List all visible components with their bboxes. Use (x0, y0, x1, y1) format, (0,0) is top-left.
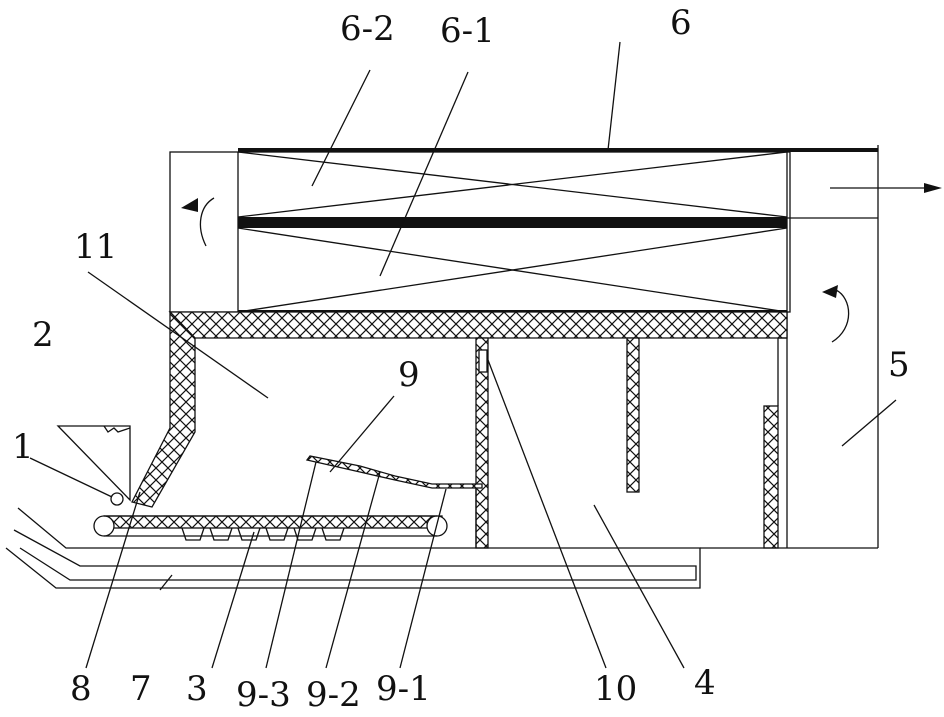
label-9-1: 9-1 (376, 669, 431, 709)
label-2: 2 (32, 315, 54, 355)
label-9-2: 9-2 (306, 675, 361, 715)
part-labels: 6 6-2 6-1 11 2 1 9 5 8 7 3 9-3 9-2 9-1 1… (12, 3, 910, 715)
label-3: 3 (186, 669, 208, 709)
label-6: 6 (670, 3, 692, 43)
outlet-chamber (787, 218, 878, 548)
feeder (58, 426, 130, 505)
label-9-3: 9-3 (236, 675, 291, 715)
sensor-10 (479, 350, 487, 372)
label-10: 10 (594, 669, 637, 709)
sloped-grate (307, 456, 482, 548)
furnace-walls (132, 312, 787, 548)
conveyor-belt (94, 516, 447, 540)
leader-lines (30, 42, 896, 668)
label-8: 8 (70, 669, 92, 709)
label-6-2: 6-2 (340, 9, 395, 49)
label-1: 1 (12, 427, 34, 467)
label-4: 4 (694, 663, 716, 703)
flow-arrow-right (822, 285, 849, 342)
label-6-1: 6-1 (440, 11, 495, 51)
heat-exchanger-box (170, 145, 878, 312)
label-7: 7 (130, 669, 152, 709)
label-9: 9 (398, 355, 420, 395)
label-11: 11 (74, 227, 117, 267)
flow-arrow-left (181, 198, 214, 246)
outlet-arrow (830, 183, 942, 193)
label-5: 5 (888, 345, 910, 385)
